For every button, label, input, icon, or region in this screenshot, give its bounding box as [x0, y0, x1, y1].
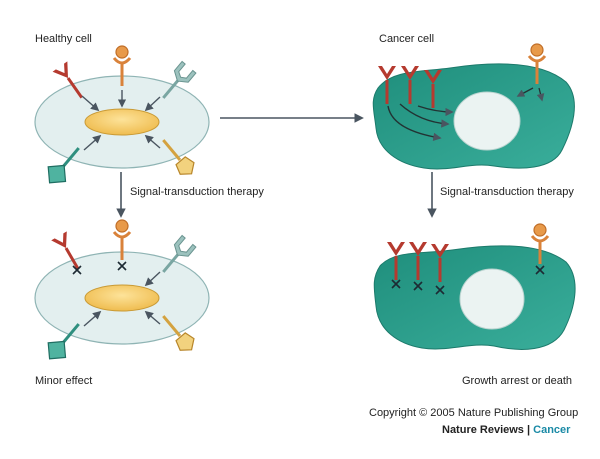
cancer-cell	[372, 42, 575, 170]
healthy-cell-label: Healthy cell	[35, 33, 92, 45]
publisher-name: Nature Reviews	[442, 424, 524, 436]
signal-arrow	[387, 105, 442, 142]
block-cross-icon	[435, 285, 445, 295]
cancer-cell-label: Cancer cell	[379, 33, 435, 45]
teal-diamond-receptor-icon	[47, 323, 80, 360]
grey-cup-receptor-icon	[162, 234, 197, 273]
healthy-nucleus	[84, 284, 160, 312]
signal-arrow	[399, 103, 450, 128]
healthy-cell	[34, 44, 210, 184]
journal-credit: Nature Reviews | Cancer	[442, 424, 570, 436]
grey-cup-receptor-icon	[162, 60, 197, 99]
healthy-cell-treated	[34, 218, 210, 360]
yellow-pentagon-receptor-icon	[162, 139, 195, 175]
therapy-label-right: Signal-transduction therapy	[440, 186, 574, 198]
cancer-nucleus	[453, 91, 521, 151]
block-cross-icon	[391, 279, 401, 289]
block-cross-icon	[117, 261, 127, 271]
copyright-notice: Copyright © 2005 Nature Publishing Group	[369, 407, 579, 419]
cancer-cell-treated	[373, 222, 576, 350]
signal-arrow	[417, 105, 454, 117]
healthy-nucleus	[84, 108, 160, 136]
block-cross-icon	[535, 265, 545, 275]
growth-arrest-label: Growth arrest or death	[462, 375, 573, 387]
therapy-label-left: Signal-transduction therapy	[130, 186, 264, 198]
block-cross-icon	[413, 281, 423, 291]
credit-separator: |	[527, 424, 531, 436]
minor-effect-label: Minor effect	[35, 375, 93, 387]
block-cross-icon	[72, 265, 82, 275]
teal-diamond-receptor-icon	[47, 147, 80, 184]
journal-name: Cancer	[533, 424, 571, 436]
cancer-nucleus	[459, 268, 525, 330]
yellow-pentagon-receptor-icon	[162, 315, 195, 351]
